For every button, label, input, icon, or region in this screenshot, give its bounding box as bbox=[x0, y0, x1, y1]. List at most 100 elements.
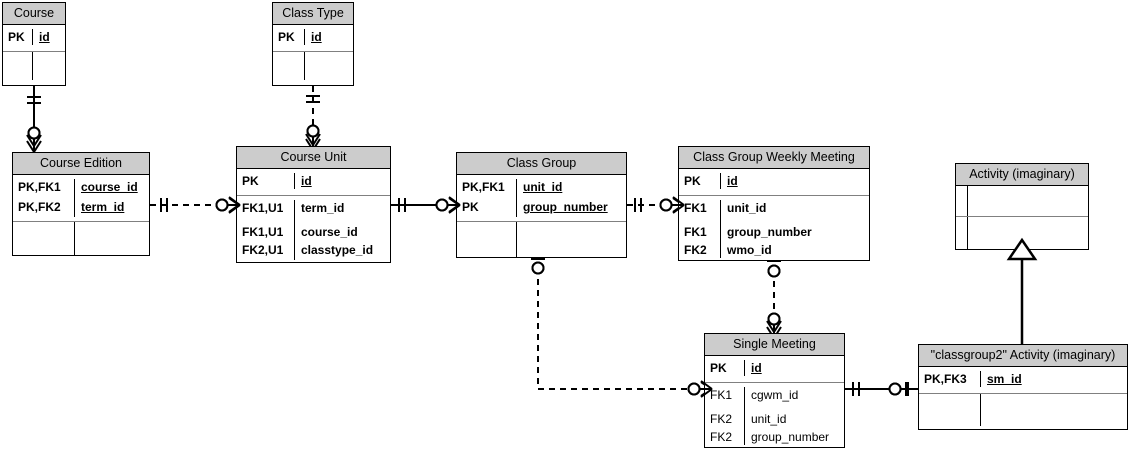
table-row: PK id bbox=[679, 169, 869, 190]
row-attr: id bbox=[727, 174, 738, 189]
link-course-unit-to-class-group bbox=[391, 197, 460, 213]
row-attr: unit_id bbox=[727, 201, 767, 216]
row-key bbox=[919, 394, 981, 427]
entity-cgwm-attr-section: FK1 unit_id FK1 group_number FK2 wmo_id bbox=[679, 195, 869, 261]
link-course-edition-to-course-unit bbox=[150, 197, 240, 213]
row-key bbox=[3, 52, 33, 81]
entity-course-unit-title: Course Unit bbox=[237, 147, 390, 170]
entity-class-type-title: Class Type bbox=[273, 3, 353, 26]
row-attr: term_id bbox=[301, 201, 345, 216]
row-attr: unit_id bbox=[523, 180, 563, 195]
row-key bbox=[457, 222, 517, 259]
table-row: PK,FK1 unit_id bbox=[457, 175, 626, 218]
row-key bbox=[956, 217, 968, 251]
row-key: FK1,U1 bbox=[237, 200, 295, 261]
entity-course-unit-pk-section: PK id bbox=[237, 169, 390, 195]
row-key bbox=[273, 52, 305, 81]
row-key: PK,FK1 bbox=[457, 179, 517, 218]
row-key: PK bbox=[237, 173, 295, 190]
table-row: FK1,U1 term_id bbox=[237, 196, 390, 261]
entity-single-meeting-attr-section: FK1 cgwm_id FK2 unit_id FK2 group_number bbox=[705, 382, 844, 448]
row-attr: cgwm_id bbox=[751, 388, 799, 403]
table-row bbox=[273, 52, 353, 81]
row-key: PK bbox=[3, 29, 33, 46]
row-key: PK bbox=[273, 29, 305, 46]
table-row: FK2 group_number bbox=[705, 411, 844, 447]
row-key bbox=[13, 222, 75, 257]
entity-course-edition-title: Course Edition bbox=[13, 153, 149, 176]
row-key: FK1 bbox=[705, 387, 745, 446]
table-row bbox=[457, 222, 626, 259]
entity-activity-pk-section bbox=[956, 186, 1088, 217]
row-attr: group_number bbox=[727, 225, 812, 240]
table-row bbox=[3, 52, 65, 81]
table-row: PK group_number bbox=[457, 179, 626, 217]
entity-classgroup2-activity-imaginary[interactable]: "classgroup2" Activity (imaginary) PK,FK… bbox=[918, 344, 1128, 430]
entity-single-meeting-title: Single Meeting bbox=[705, 334, 844, 357]
entity-course-title: Course bbox=[3, 3, 65, 26]
row-attr: wmo_id bbox=[727, 243, 772, 258]
entity-class-type[interactable]: Class Type PK id bbox=[272, 2, 354, 86]
entity-single-meeting[interactable]: Single Meeting PK id FK1 cgwm_id FK2 uni… bbox=[704, 333, 845, 448]
entity-class-group-weekly-meeting[interactable]: Class Group Weekly Meeting PK id FK1 uni… bbox=[678, 146, 870, 261]
row-attr: course_id bbox=[301, 225, 358, 240]
link-class-group-to-cgwm bbox=[627, 197, 684, 213]
row-attr: sm_id bbox=[987, 372, 1022, 387]
table-row: FK2,U1 classtype_id bbox=[237, 224, 390, 260]
endpoint-classgroup2-activity-left bbox=[888, 382, 918, 396]
table-row: PK id bbox=[273, 25, 353, 46]
entity-activity-imaginary[interactable]: Activity (imaginary) bbox=[955, 163, 1089, 251]
table-row: PK,FK3 sm_id bbox=[919, 367, 1127, 388]
table-row: FK1 group_number bbox=[679, 200, 869, 242]
table-row: FK1 unit_id bbox=[679, 196, 869, 259]
row-attr bbox=[305, 52, 353, 68]
link-class-type-to-course-unit bbox=[305, 86, 321, 152]
row-key: PK bbox=[705, 360, 745, 377]
entity-course[interactable]: Course PK id bbox=[2, 2, 66, 86]
row-key: PK bbox=[462, 200, 479, 215]
table-row: FK1 cgwm_id bbox=[705, 383, 844, 446]
entity-class-type-attr-section bbox=[273, 51, 353, 81]
endpoint-course-unit-top bbox=[305, 124, 321, 146]
row-attr bbox=[981, 394, 1127, 410]
row-attr: group_number bbox=[523, 200, 608, 215]
row-key: FK2,U1 bbox=[242, 243, 284, 258]
row-key: FK1 bbox=[679, 200, 721, 259]
link-single-meeting-to-classgroup2-activity bbox=[845, 382, 918, 396]
row-attr: group_number bbox=[751, 430, 830, 445]
row-key bbox=[956, 186, 968, 217]
endpoint-class-group-bottom bbox=[531, 258, 545, 275]
table-row: FK2 unit_id bbox=[705, 387, 844, 429]
row-attr: id bbox=[301, 174, 312, 189]
entity-course-pk-section: PK id bbox=[3, 25, 65, 51]
table-row: PK id bbox=[705, 356, 844, 377]
row-attr: id bbox=[751, 361, 762, 376]
row-key: PK,FK3 bbox=[919, 371, 981, 388]
entity-course-edition-pk-section: PK,FK1 course_id PK,FK2 term_id bbox=[13, 175, 149, 221]
row-attr bbox=[517, 222, 626, 238]
entity-course-unit[interactable]: Course Unit PK id FK1,U1 term_id FK1,U1 … bbox=[236, 146, 391, 263]
row-attr: id bbox=[311, 30, 322, 45]
row-key: PK,FK1 bbox=[13, 179, 75, 218]
entity-class-type-pk-section: PK id bbox=[273, 25, 353, 51]
endpoint-course-edition-top bbox=[26, 126, 42, 147]
entity-course-edition[interactable]: Course Edition PK,FK1 course_id PK,FK2 t… bbox=[12, 152, 150, 257]
link-course-to-course-edition bbox=[26, 86, 42, 153]
row-key: FK2 bbox=[710, 430, 733, 445]
row-attr bbox=[75, 222, 149, 238]
row-key: FK1,U1 bbox=[242, 225, 284, 240]
entity-class-group-attr-section bbox=[457, 221, 626, 259]
endpoint-single-meeting-top bbox=[766, 312, 782, 333]
entity-cgwm-pk-section: PK id bbox=[679, 169, 869, 195]
table-row: FK2 wmo_id bbox=[679, 224, 869, 260]
row-key: FK2 bbox=[710, 412, 733, 427]
row-attr bbox=[968, 217, 1088, 233]
table-row bbox=[956, 217, 1088, 251]
row-attr bbox=[33, 52, 65, 68]
entity-class-group[interactable]: Class Group PK,FK1 unit_id PK group_numb… bbox=[456, 152, 627, 259]
table-row: PK,FK2 term_id bbox=[13, 179, 149, 217]
endpoint-cgwm-bottom bbox=[767, 260, 781, 278]
row-attr: classtype_id bbox=[301, 243, 374, 258]
table-row: PK id bbox=[237, 169, 390, 190]
table-row: PK,FK1 course_id bbox=[13, 175, 149, 218]
